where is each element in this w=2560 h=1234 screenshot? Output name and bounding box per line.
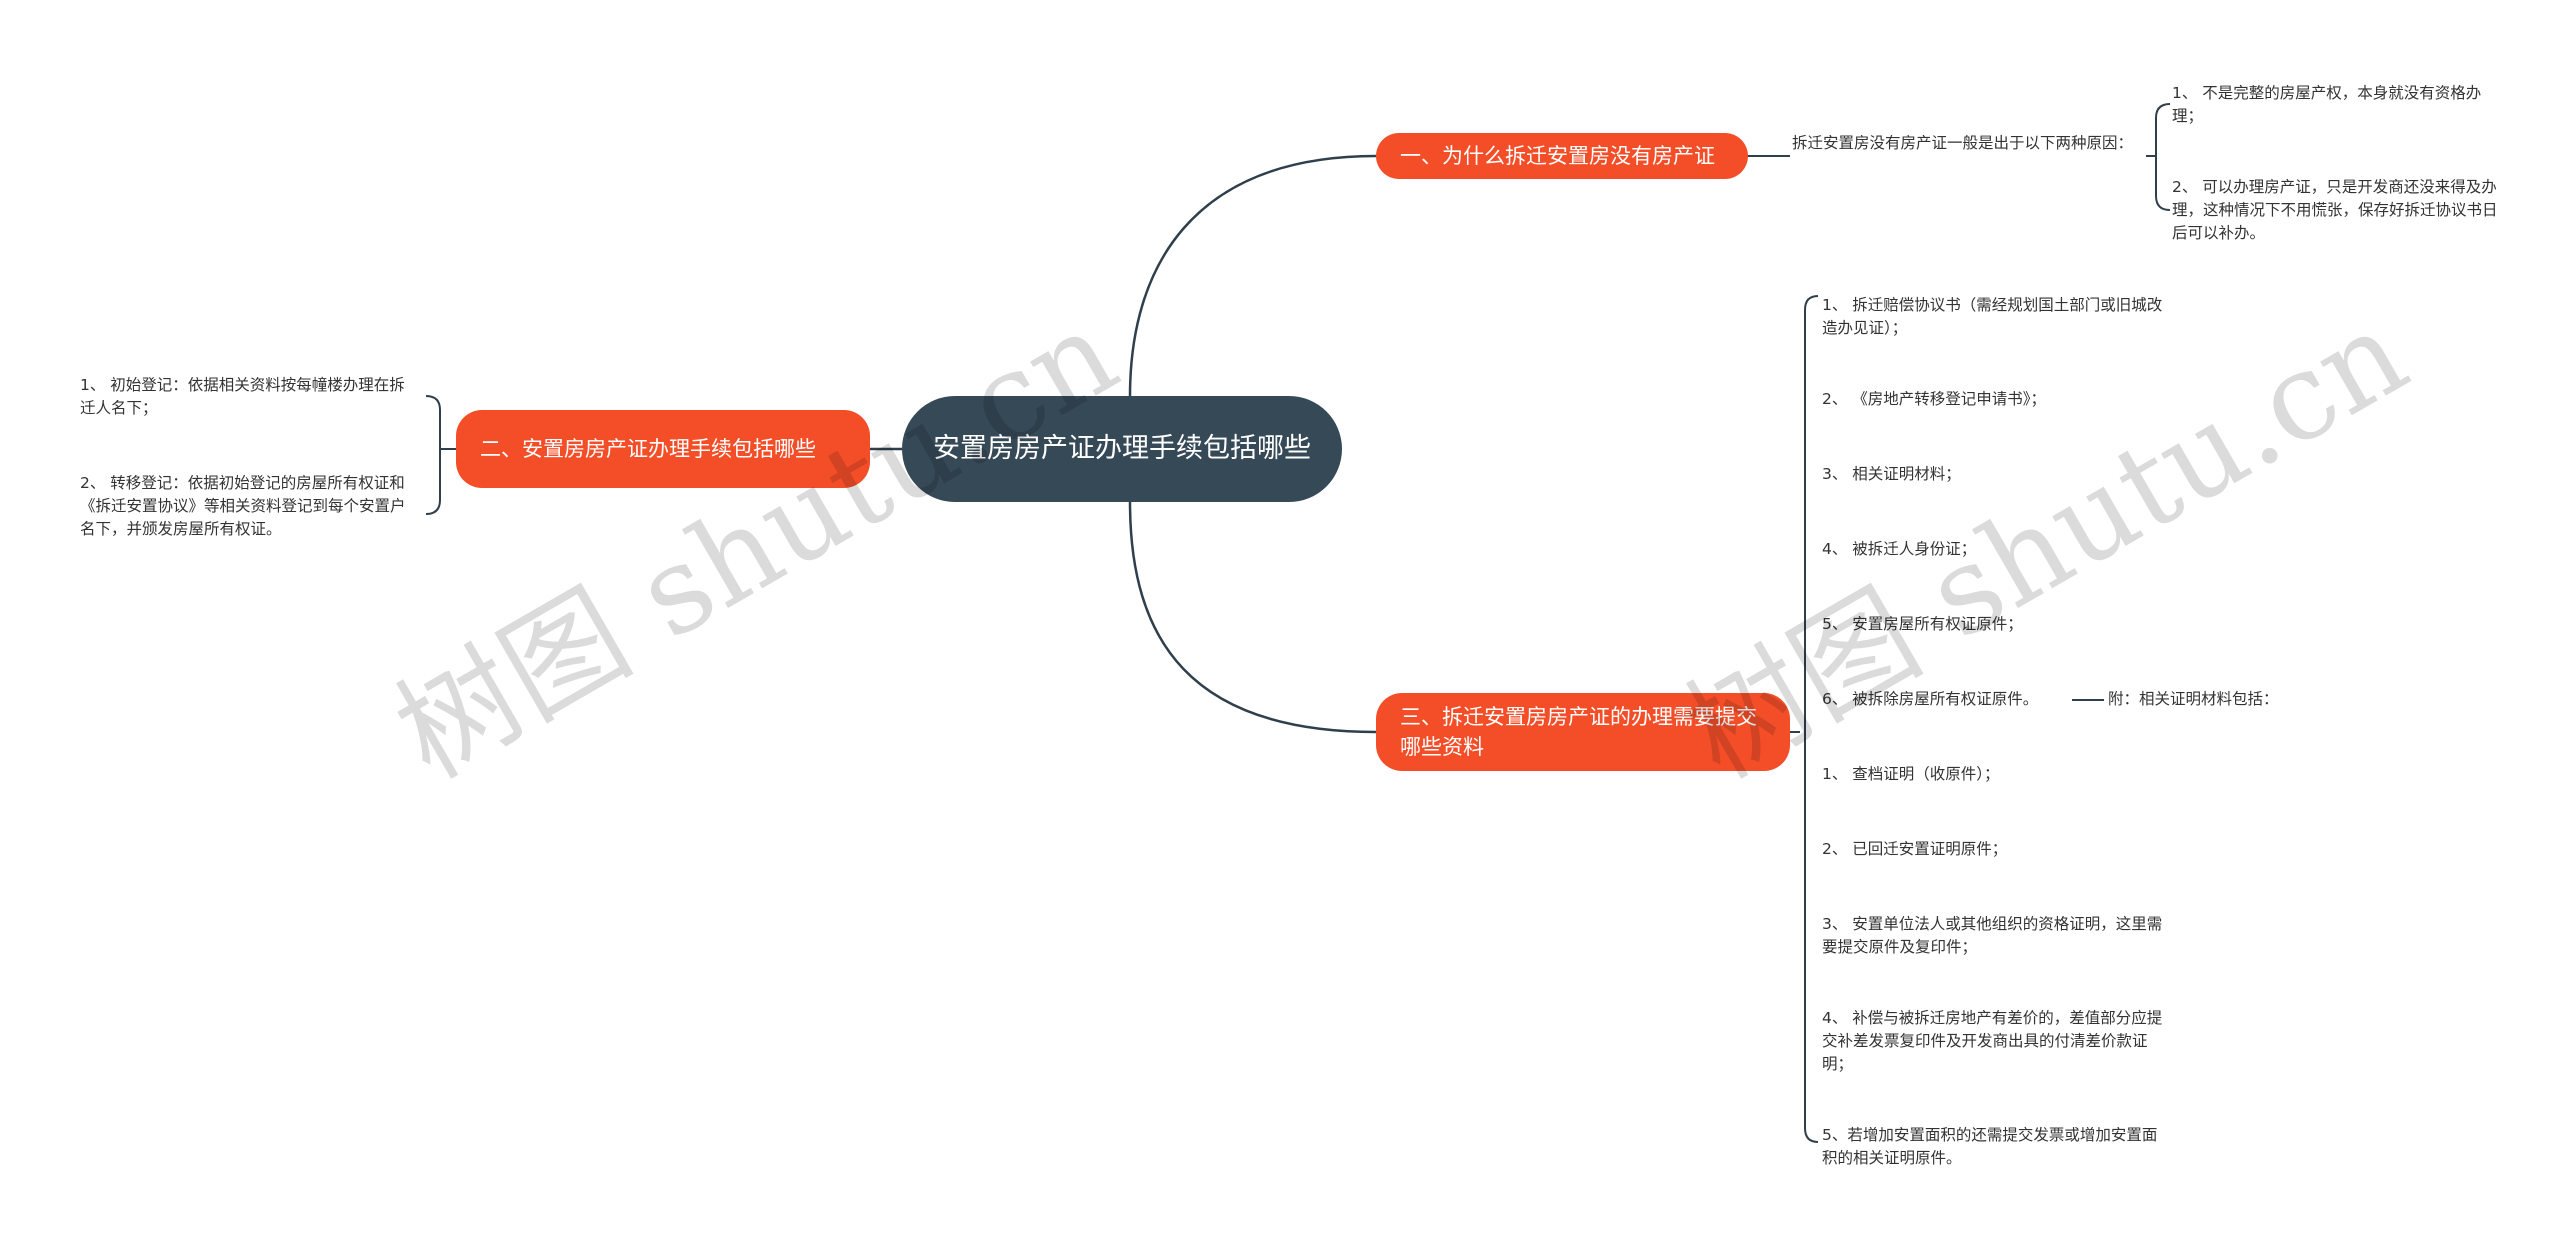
branch-3-note[interactable]: 附：相关证明材料包括： bbox=[2108, 690, 2279, 708]
branch-3-item[interactable]: 5、若增加安置面积的还需提交发票或增加安置面积的相关证明原件。 bbox=[1822, 1126, 2158, 1167]
branch-1-summary[interactable]: 拆迁安置房没有房产证一般是出于以下两种原因： bbox=[1792, 134, 2134, 152]
branch-3-item[interactable]: 6、 被拆除房屋所有权证原件。 bbox=[1822, 690, 2039, 708]
bracket-branch3 bbox=[1790, 295, 1819, 1143]
branch-2-label: 二、安置房房产证办理手续包括哪些 bbox=[480, 437, 816, 461]
branch-2[interactable]: 二、安置房房产证办理手续包括哪些 bbox=[456, 410, 870, 488]
branch-1-item[interactable]: 2、 可以办理房产证，只是开发商还没来得及办理，这种情况下不用慌张，保存好拆迁协… bbox=[2172, 178, 2498, 242]
branch-3-label: 三、拆迁安置房房产证的办理需要提交哪些资料 bbox=[1400, 705, 1757, 759]
branch-1-label: 一、为什么拆迁安置房没有房产证 bbox=[1400, 144, 1715, 168]
branch-3-item[interactable]: 4、 被拆迁人身份证； bbox=[1822, 540, 1977, 558]
root-topic-label: 安置房房产证办理手续包括哪些 bbox=[933, 433, 1311, 464]
connector-root-branch1 bbox=[1128, 154, 1377, 397]
branch-1[interactable]: 一、为什么拆迁安置房没有房产证 bbox=[1376, 133, 1748, 179]
branch-3-item[interactable]: 3、 安置单位法人或其他组织的资格证明，这里需要提交原件及复印件； bbox=[1822, 915, 2163, 956]
branch-3-item[interactable]: 5、 安置房屋所有权证原件； bbox=[1822, 615, 2023, 633]
branch-3-item[interactable]: 1、 查档证明（收原件）； bbox=[1822, 765, 2000, 783]
connector-root-branch3 bbox=[1128, 501, 1377, 734]
branch-2-item[interactable]: 2、 转移登记：依据初始登记的房屋所有权证和《拆迁安置协议》等相关资料登记到每个… bbox=[80, 474, 406, 538]
root-topic[interactable]: 安置房房产证办理手续包括哪些 bbox=[902, 396, 1342, 502]
branch-2-item[interactable]: 1、 初始登记：依据相关资料按每幢楼办理在拆迁人名下； bbox=[80, 376, 405, 417]
branch-3-item[interactable]: 3、 相关证明材料； bbox=[1822, 465, 1961, 483]
branch-3-item[interactable]: 2、 已回迁安置证明原件； bbox=[1822, 840, 2008, 858]
branch-1-item[interactable]: 1、 不是完整的房屋产权，本身就没有资格办理； bbox=[2172, 84, 2482, 125]
bracket-branch1 bbox=[2146, 103, 2171, 211]
branch-3-item[interactable]: 2、 《房地产转移登记申请书》； bbox=[1822, 390, 2047, 408]
bracket-branch2 bbox=[425, 395, 456, 515]
branch-3-item[interactable]: 4、 补偿与被拆迁房地产有差价的，差值部分应提交补差发票复印件及开发商出具的付清… bbox=[1822, 1009, 2163, 1073]
branch-3-item[interactable]: 1、 拆迁赔偿协议书（需经规划国土部门或旧城改造办见证）； bbox=[1822, 296, 2163, 337]
branch-3[interactable]: 三、拆迁安置房房产证的办理需要提交哪些资料 bbox=[1376, 693, 1790, 771]
